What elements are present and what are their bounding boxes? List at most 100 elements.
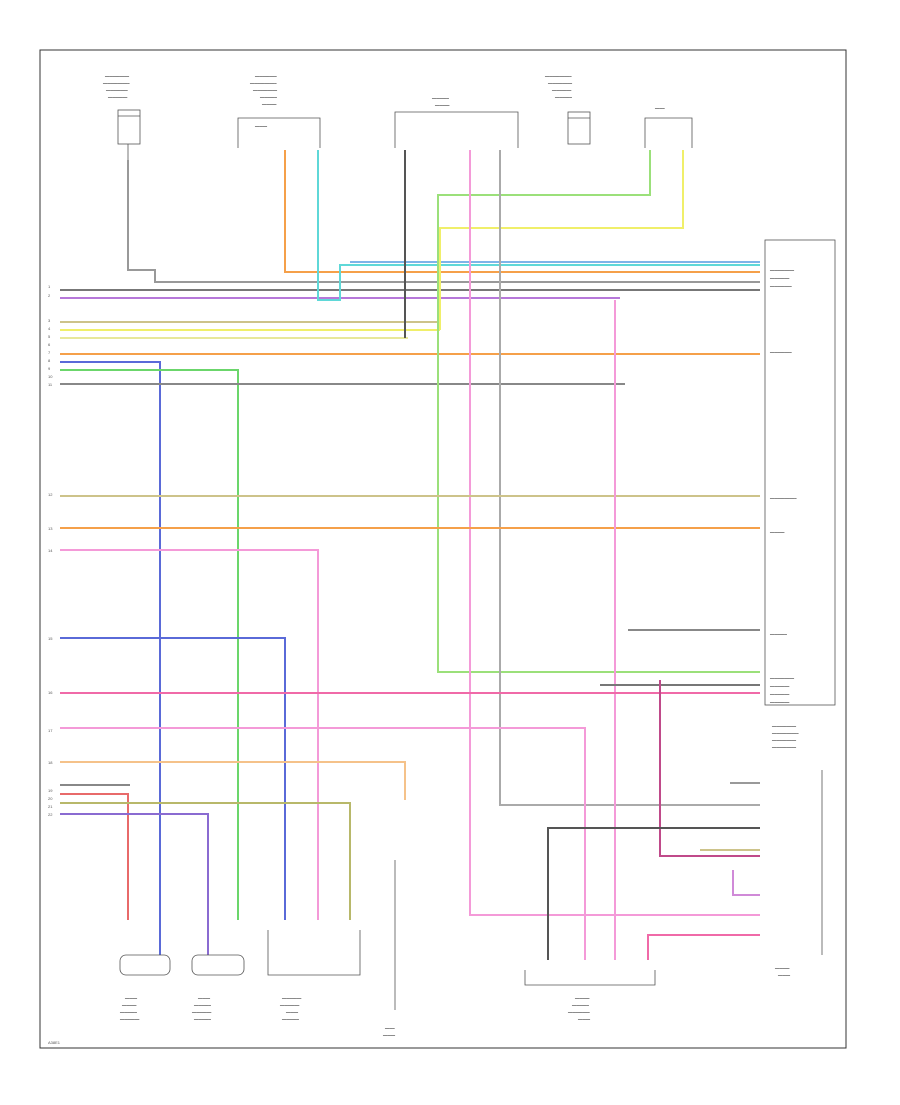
wire: [60, 637, 286, 920]
wire: [317, 150, 760, 301]
svg-text:5: 5: [48, 334, 51, 339]
splice-top: ━━━━: [644, 106, 693, 148]
svg-text:━━━━━━━━: ━━━━━━━━: [107, 95, 128, 100]
svg-text:━━━━━━: ━━━━━━: [434, 103, 450, 108]
wire: [60, 361, 161, 960]
junction-block: ━━━━━━━━━ ━━━━━━━━━━━ ━━━━━━━━━━ ━━━━━━━…: [237, 74, 321, 148]
wire: [437, 150, 760, 673]
svg-text:━━━━━: ━━━━━: [777, 973, 791, 978]
svg-text:3: 3: [48, 318, 51, 323]
speed-control: ━━━━━━━━━━━: [774, 770, 823, 978]
fuse-block: ━━━━━━━ ━━━━━━: [394, 96, 519, 148]
svg-text:━━━━━━━━: ━━━━━━━━: [119, 1017, 140, 1022]
svg-text:━━━━━━: ━━━━━━: [261, 102, 277, 107]
wire: [284, 150, 760, 273]
wire: [469, 150, 760, 916]
svg-text:━━━━━━━━━━━: ━━━━━━━━━━━: [769, 496, 797, 501]
wire: [60, 813, 209, 960]
wire: [499, 150, 760, 806]
wire: [60, 369, 239, 920]
svg-text:13: 13: [48, 526, 53, 531]
svg-text:━━━━━━: ━━━━━━: [769, 530, 785, 535]
wire: [547, 827, 760, 960]
svg-text:━━━━━━━━━━: ━━━━━━━━━━: [252, 88, 278, 93]
input-speed-sensor: ━━━━━━━━━━━ ━━━━━━━━━━━━━━━: [119, 954, 171, 1022]
svg-text:━━━━━━━━━━: ━━━━━━━━━━: [771, 738, 797, 743]
wire: [127, 160, 760, 283]
svg-text:━━━━━━━: ━━━━━━━: [554, 95, 572, 100]
svg-text:7: 7: [48, 350, 51, 355]
svg-text:━━━━━━━━━━: ━━━━━━━━━━: [771, 724, 797, 729]
svg-text:12: 12: [48, 492, 53, 497]
wire: [659, 680, 760, 857]
svg-text:━━━━━━━━━━: ━━━━━━━━━━: [104, 74, 130, 79]
wire: [439, 150, 684, 330]
svg-text:━━━━━━: ━━━━━━: [121, 1003, 137, 1008]
svg-text:━━━━━━━━━: ━━━━━━━━━: [567, 1010, 590, 1015]
data-link-connector: ━━━━━━━━━━ ━━━━━━━━━━━ ━━━━━━━━━ ━━━━━━━…: [102, 74, 141, 160]
svg-text:━━━━━━━: ━━━━━━━: [571, 1003, 589, 1008]
wire: [732, 870, 760, 896]
wire: [60, 727, 586, 960]
svg-text:━━━━━━━━━━: ━━━━━━━━━━: [769, 676, 795, 681]
svg-text:1: 1: [48, 284, 51, 289]
svg-text:━━━━━━━━━━: ━━━━━━━━━━: [769, 268, 795, 273]
svg-text:━━━━━━━: ━━━━━━━: [769, 632, 787, 637]
wire: [60, 802, 351, 920]
svg-text:━━━━━━━━━: ━━━━━━━━━: [254, 74, 277, 79]
svg-text:━━━━━━━━: ━━━━━━━━: [769, 684, 790, 689]
svg-text:━━━━━━━━━: ━━━━━━━━━: [769, 284, 792, 289]
diagram-frame: [39, 49, 847, 1049]
svg-text:11: 11: [48, 382, 53, 387]
svg-text:━━━━━━━: ━━━━━━━: [119, 1010, 137, 1015]
ignition-switch: ━━━━━━━━━━━ ━━━━━━━━━━ ━━━━━━━━ ━━━━━━━: [544, 74, 591, 145]
solenoid-assembly: ━━━━━━━━━━━━━ ━━━━━━━━━━━━━━: [524, 970, 656, 1022]
svg-text:━━━━━━━: ━━━━━━━: [281, 1017, 299, 1022]
svg-text:━━━━: ━━━━: [654, 106, 665, 111]
wire: [60, 549, 319, 920]
svg-text:━━━━━━: ━━━━━━: [574, 996, 590, 1001]
svg-text:17: 17: [48, 728, 53, 733]
svg-text:15: 15: [48, 636, 53, 641]
svg-text:━━━━━━━: ━━━━━━━: [193, 1017, 211, 1022]
svg-text:━━━━━━━━━━━: ━━━━━━━━━━━: [102, 81, 130, 86]
svg-text:━━━━━━━━: ━━━━━━━━: [191, 1010, 212, 1015]
svg-text:━━━━━: ━━━━━: [124, 996, 138, 1001]
svg-text:━━━━━━━━: ━━━━━━━━: [279, 1003, 300, 1008]
pcm: ━━━━━━━━━━ ━━━━━━━━ ━━━━━━━━━ ━━━━━━━━━ …: [764, 239, 836, 750]
svg-text:━━━━━: ━━━━━: [382, 1033, 396, 1038]
svg-text:━━━━━━━━━: ━━━━━━━━━: [769, 350, 792, 355]
svg-text:━━━━━: ━━━━━: [197, 996, 211, 1001]
svg-text:21: 21: [48, 804, 53, 809]
svg-text:━━━━━━━━━━━: ━━━━━━━━━━━: [771, 731, 799, 736]
svg-text:22: 22: [48, 812, 53, 817]
svg-text:━━━━━━━━━━━: ━━━━━━━━━━━: [249, 81, 277, 86]
svg-text:━━━━━━━━━━: ━━━━━━━━━━: [771, 745, 797, 750]
footer-code: A38E1: [48, 1040, 61, 1045]
svg-text:━━━━━━━━━━: ━━━━━━━━━━: [547, 81, 573, 86]
svg-text:6: 6: [48, 342, 51, 347]
svg-text:9: 9: [48, 366, 51, 371]
svg-text:━━━━━━: ━━━━━━: [774, 966, 790, 971]
wire: [60, 793, 129, 920]
svg-text:19: 19: [48, 788, 53, 793]
svg-text:━━━━━━━━: ━━━━━━━━: [551, 88, 572, 93]
svg-text:━━━━━━━━: ━━━━━━━━: [769, 276, 790, 281]
svg-text:━━━━━━━━━: ━━━━━━━━━: [105, 88, 128, 93]
svg-text:━━━━━━━: ━━━━━━━: [431, 96, 449, 101]
svg-text:━━━━━━━━: ━━━━━━━━: [769, 692, 790, 697]
svg-text:8: 8: [48, 358, 51, 363]
svg-text:━━━━━━━━: ━━━━━━━━: [769, 700, 790, 705]
output-speed-sensor: ━━━━━━━━━━━━ ━━━━━━━━━━━━━━━: [191, 954, 245, 1022]
park-neutral-switch: ━━━━━━━━━: [382, 860, 396, 1038]
svg-text:━━━━━━━: ━━━━━━━: [259, 95, 277, 100]
svg-text:10: 10: [48, 374, 53, 379]
svg-text:16: 16: [48, 690, 53, 695]
wire: [60, 761, 406, 800]
svg-text:20: 20: [48, 796, 53, 801]
svg-text:━━━━: ━━━━: [384, 1026, 395, 1031]
svg-text:━━━━━━━━: ━━━━━━━━: [281, 996, 302, 1001]
svg-text:━━━━━━━: ━━━━━━━: [193, 1003, 211, 1008]
